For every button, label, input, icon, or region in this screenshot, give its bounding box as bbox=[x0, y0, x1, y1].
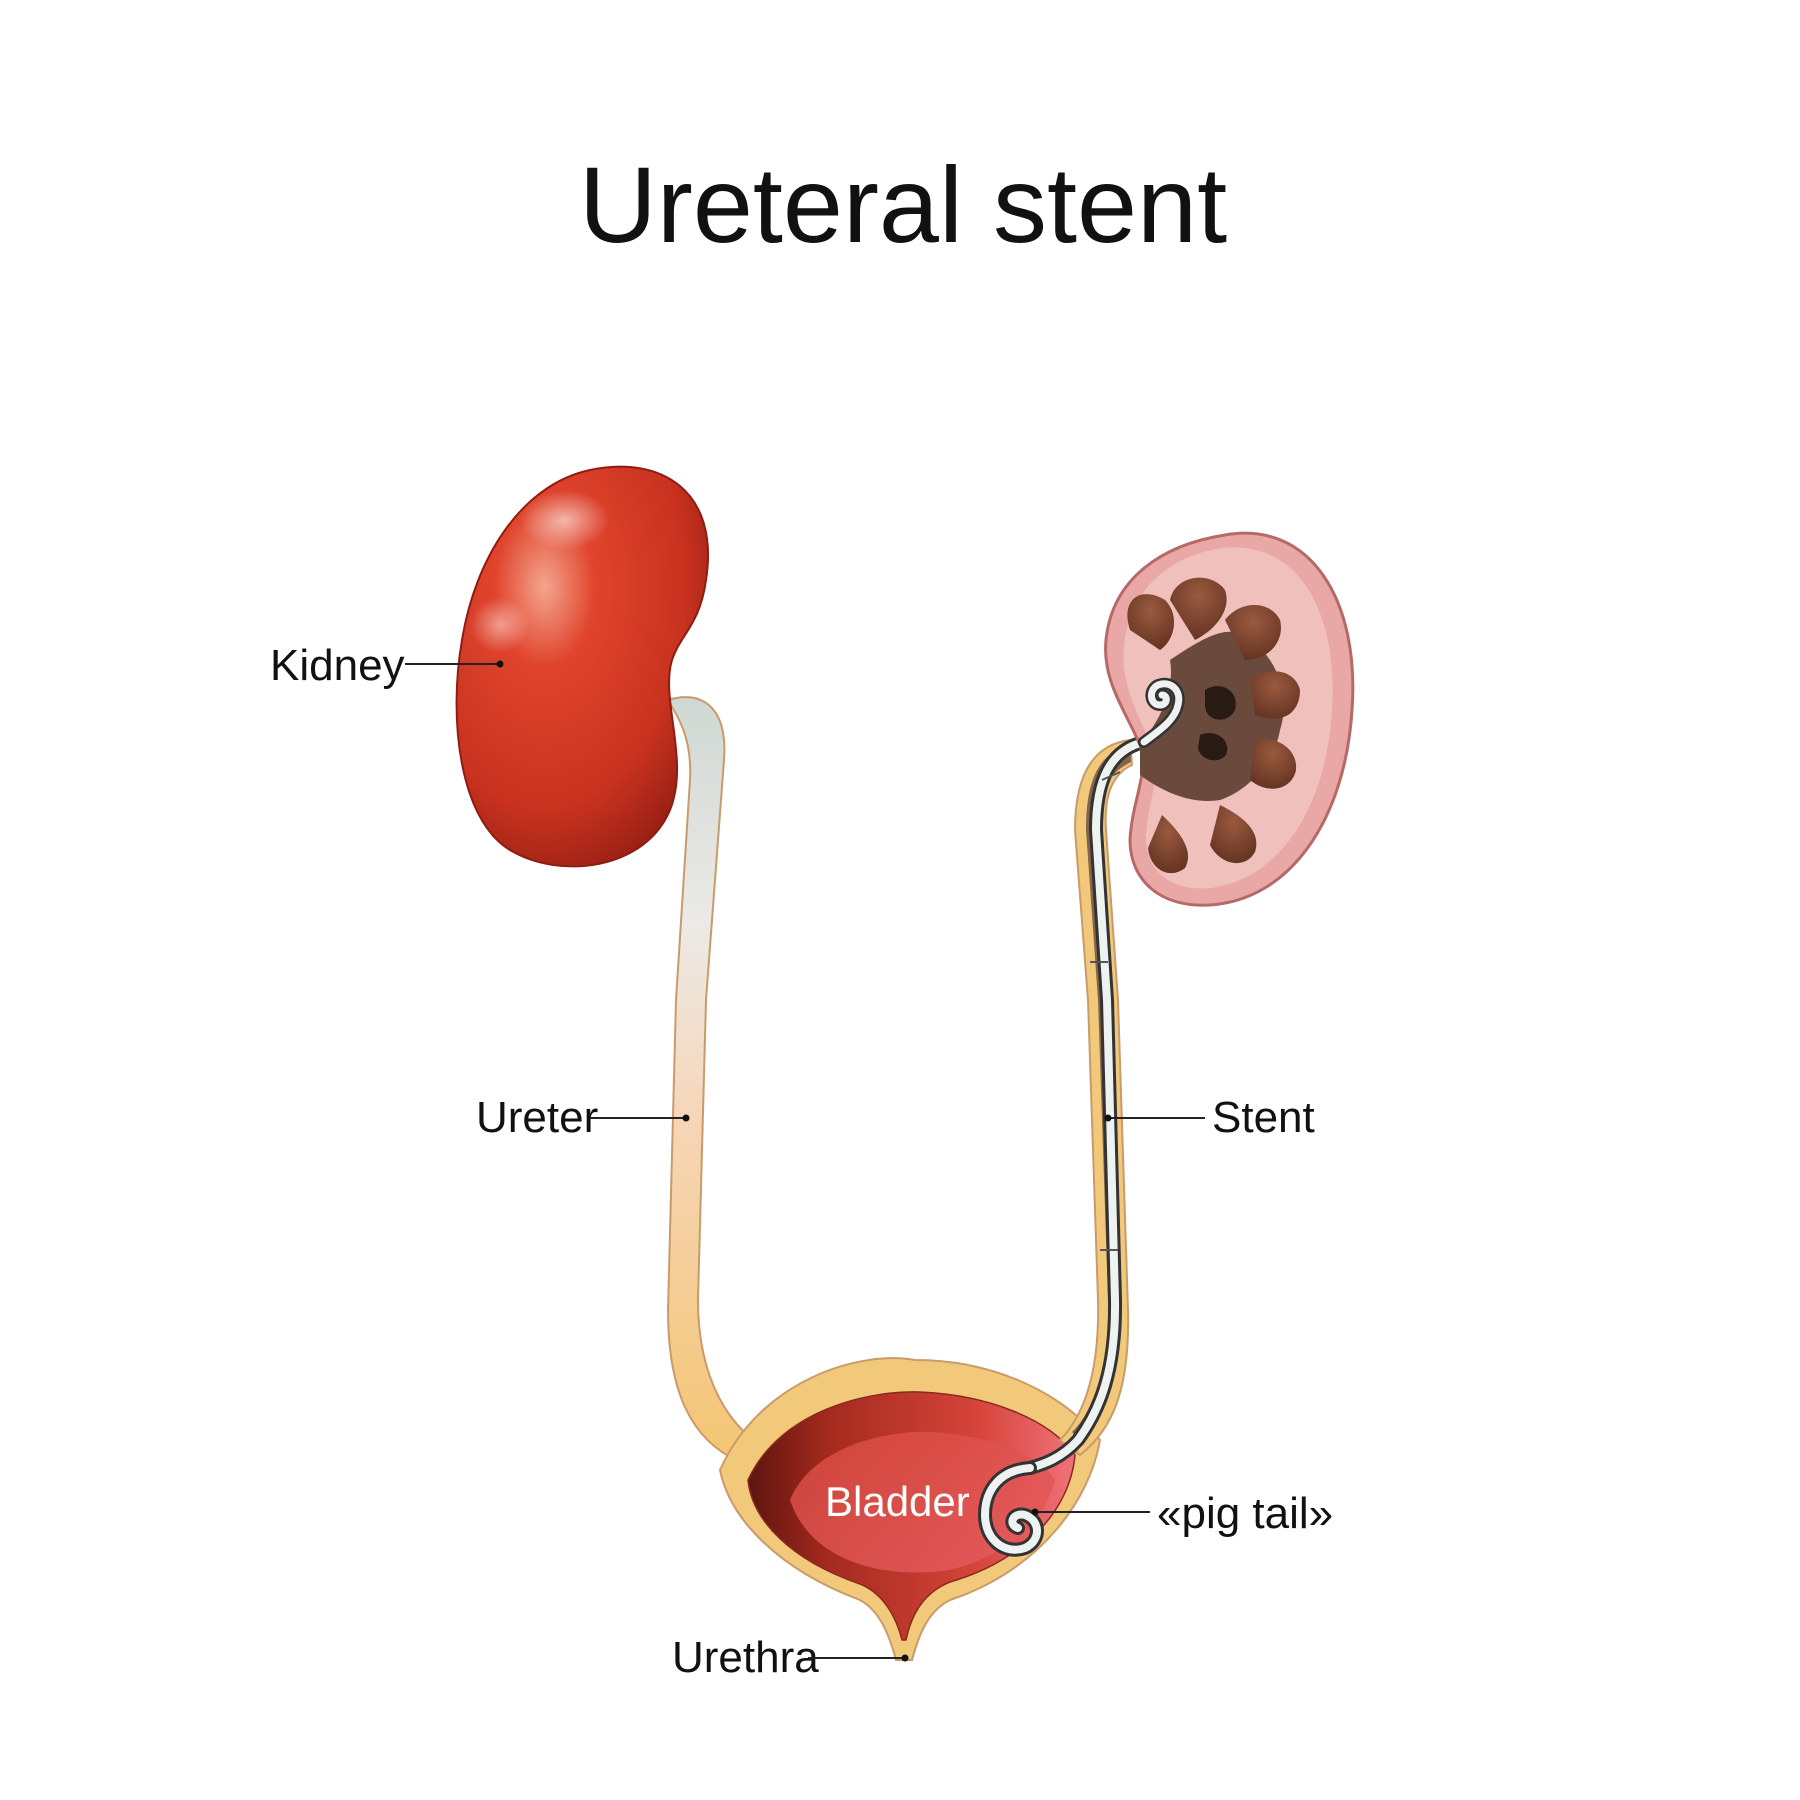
left-kidney bbox=[455, 465, 709, 868]
label-kidney: Kidney bbox=[270, 641, 405, 690]
ureteral-stent bbox=[1023, 735, 1151, 1475]
label-urethra: Urethra bbox=[672, 1633, 819, 1682]
label-stent: Stent bbox=[1212, 1093, 1315, 1142]
leader-dot-pig-tail bbox=[1031, 1508, 1039, 1516]
leader-dot-ureter bbox=[682, 1114, 690, 1122]
leader-dot-urethra bbox=[901, 1654, 909, 1662]
upper-pigtail-coil bbox=[1138, 677, 1185, 748]
label-ureter: Ureter bbox=[476, 1093, 598, 1142]
right-kidney-section bbox=[1104, 531, 1355, 907]
label-bladder: Bladder bbox=[825, 1478, 970, 1525]
diagram-title: Ureteral stent bbox=[579, 144, 1227, 265]
leader-dot-stent bbox=[1104, 1114, 1112, 1122]
leader-dot-kidney bbox=[496, 660, 504, 668]
left-ureter bbox=[666, 696, 773, 1464]
label-pig-tail: «pig tail» bbox=[1157, 1489, 1333, 1538]
lower-pigtail-coil bbox=[977, 1461, 1044, 1557]
